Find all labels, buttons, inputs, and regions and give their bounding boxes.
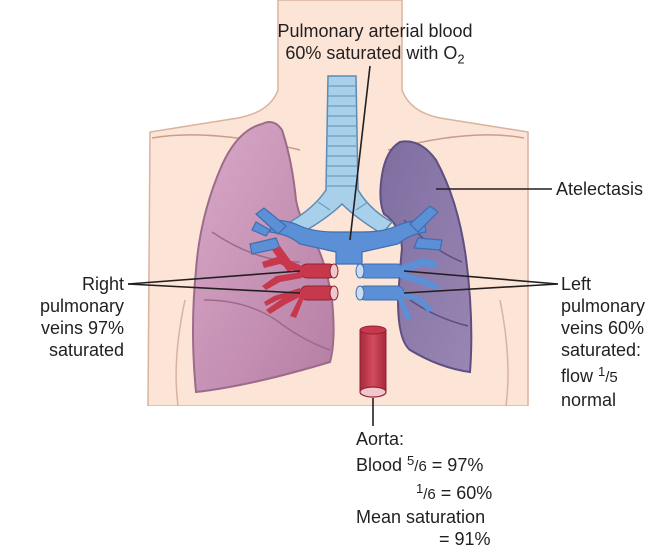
aorta-label: Aorta: Blood 5/6 = 97% 1/6 = 60% Mean sa…	[356, 428, 492, 550]
mean-saturation-value: = 91%	[439, 529, 491, 549]
right-veins-label: Right pulmonary veins 97% saturated	[10, 273, 124, 361]
pulmonary-artery	[249, 205, 443, 265]
right-veins-line: saturated	[48, 340, 124, 360]
left-axilla	[175, 299, 186, 406]
right-veins-line: Right	[81, 274, 124, 294]
left-veins-line: normal	[561, 390, 617, 410]
pulmonary-arterial-label: Pulmonary arterial blood 60% saturated w…	[230, 20, 520, 71]
mean-saturation-label: Mean saturation	[356, 507, 486, 527]
aorta-fraction-line: 1/6 = 60%	[356, 478, 492, 506]
right-veins-line: pulmonary	[39, 296, 124, 316]
right-pulmonary-veins	[262, 246, 339, 318]
pulmonary-arterial-line1: Pulmonary arterial blood	[277, 21, 473, 41]
pulmonary-arterial-line2: 60% saturated with O2	[285, 43, 465, 67]
left-veins-line: Left	[561, 274, 592, 294]
left-veins-label: Left pulmonary veins 60% saturated: flow…	[561, 273, 645, 411]
left-veins-flow-line: flow 1/5	[561, 361, 645, 389]
fraction-five-sixths: 5/6	[407, 453, 427, 475]
right-axilla	[499, 299, 509, 406]
atelectasis-label: Atelectasis	[556, 179, 644, 199]
aorta	[359, 325, 387, 398]
fraction-one-sixth: 1/6	[416, 481, 436, 503]
right-veins-line: veins 97%	[40, 318, 124, 338]
aorta-title: Aorta:	[356, 429, 405, 449]
aorta-blood-line: Blood 5/6 = 97%	[356, 450, 492, 478]
pulmonary-arterial-leader	[349, 65, 371, 241]
left-veins-line: veins 60%	[561, 318, 645, 338]
left-veins-leader-upper	[403, 270, 559, 285]
left-pulmonary-veins	[355, 258, 440, 320]
right-veins-leader-upper	[127, 270, 301, 285]
flow-fraction: 1/5	[598, 364, 618, 386]
right-veins-leader-lower	[127, 283, 301, 294]
trachea	[288, 75, 394, 235]
leader-lines	[127, 65, 559, 426]
left-veins-line: pulmonary	[561, 296, 646, 316]
left-veins-line: saturated:	[561, 340, 642, 360]
left-veins-leader-lower	[403, 283, 559, 294]
